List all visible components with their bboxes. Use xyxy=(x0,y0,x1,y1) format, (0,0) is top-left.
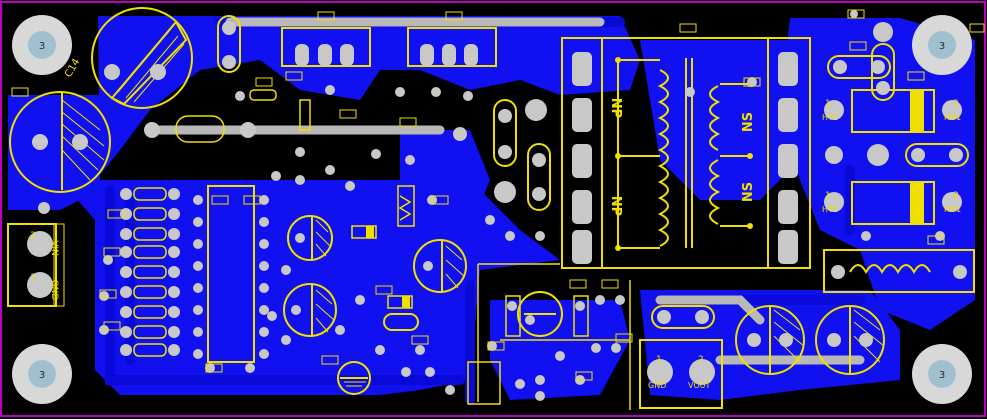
transformer-ns-label-1: NS xyxy=(741,112,756,132)
copper-pour-left xyxy=(8,16,640,395)
capacitor-medium-1 xyxy=(287,215,333,261)
diode-2: 1 HT1 2 HD1 xyxy=(822,181,962,225)
hole-label: 3 xyxy=(939,41,945,52)
diode-2-pin-2: 2 xyxy=(953,191,959,201)
output-pin-1-label: 1 xyxy=(656,355,662,365)
diode-2-pin-1: 1 xyxy=(825,191,831,201)
transformer-pads xyxy=(572,52,798,264)
component-outlines xyxy=(11,9,985,381)
diode-2-ht-label: HT1 xyxy=(822,205,838,214)
capacitor-large-2 xyxy=(9,91,111,193)
input-gnd-label: GND xyxy=(49,280,59,301)
input-vin-label: VIN xyxy=(49,240,59,256)
output-pin-2-label: 2 xyxy=(698,355,704,365)
capacitor-small-mid xyxy=(517,291,563,337)
diode-2-hd-label: HD1 xyxy=(944,205,961,214)
transformer xyxy=(561,37,811,269)
output-capacitor-2 xyxy=(815,305,885,375)
resistor-array xyxy=(133,89,415,357)
input-connector: 2 VIN 1 GND xyxy=(7,223,65,307)
diode-1-hd-label: HD1 xyxy=(944,113,961,122)
output-capacitor-1 xyxy=(735,305,805,375)
capacitor-medium-2 xyxy=(283,283,337,337)
output-vout-label: VOUT xyxy=(688,381,710,390)
smd-diodes xyxy=(351,225,413,309)
transformer-np-label-2: NP xyxy=(608,196,623,216)
input-pin-2-label: 2 xyxy=(30,231,36,241)
capacitor-small-bottom xyxy=(337,361,371,395)
diode-1-pin-1: 1 xyxy=(825,99,831,109)
ceramic-capacitor-pads xyxy=(222,21,963,324)
resistor-pads xyxy=(120,122,256,356)
hole-label: 3 xyxy=(39,41,45,52)
transformer-np-label-1: NP xyxy=(608,98,623,118)
mounting-hole-bottom-right: 3 xyxy=(912,344,972,404)
hole-label: 3 xyxy=(39,370,45,381)
mounting-hole-top-left: 3 xyxy=(12,15,72,75)
hole-label: 3 xyxy=(939,370,945,381)
mounting-hole-top-right: 3 xyxy=(912,15,972,75)
input-pin-1-label: 1 xyxy=(30,273,36,283)
capacitor-medium-3 xyxy=(413,239,467,293)
ceramic-capacitors xyxy=(217,15,969,331)
header-top-1 xyxy=(281,27,371,67)
mounting-hole-bottom-left: 3 xyxy=(12,344,72,404)
header-top-2 xyxy=(407,27,497,67)
ic-chip xyxy=(193,185,269,363)
output-connector: 1 GND 2 VOUT xyxy=(639,339,723,409)
output-inductor xyxy=(823,249,975,293)
vias xyxy=(38,10,945,401)
control-section-outline xyxy=(467,263,631,410)
capacitor-large-1 xyxy=(91,7,193,109)
output-gnd-label: GND xyxy=(648,381,666,390)
diode-1-pin-2: 2 xyxy=(953,99,959,109)
diode-1: 1 HT1 2 HD1 xyxy=(822,89,962,133)
transformer-ns-label-2: NS xyxy=(741,182,756,202)
diode-1-ht-label: HT1 xyxy=(822,113,838,122)
